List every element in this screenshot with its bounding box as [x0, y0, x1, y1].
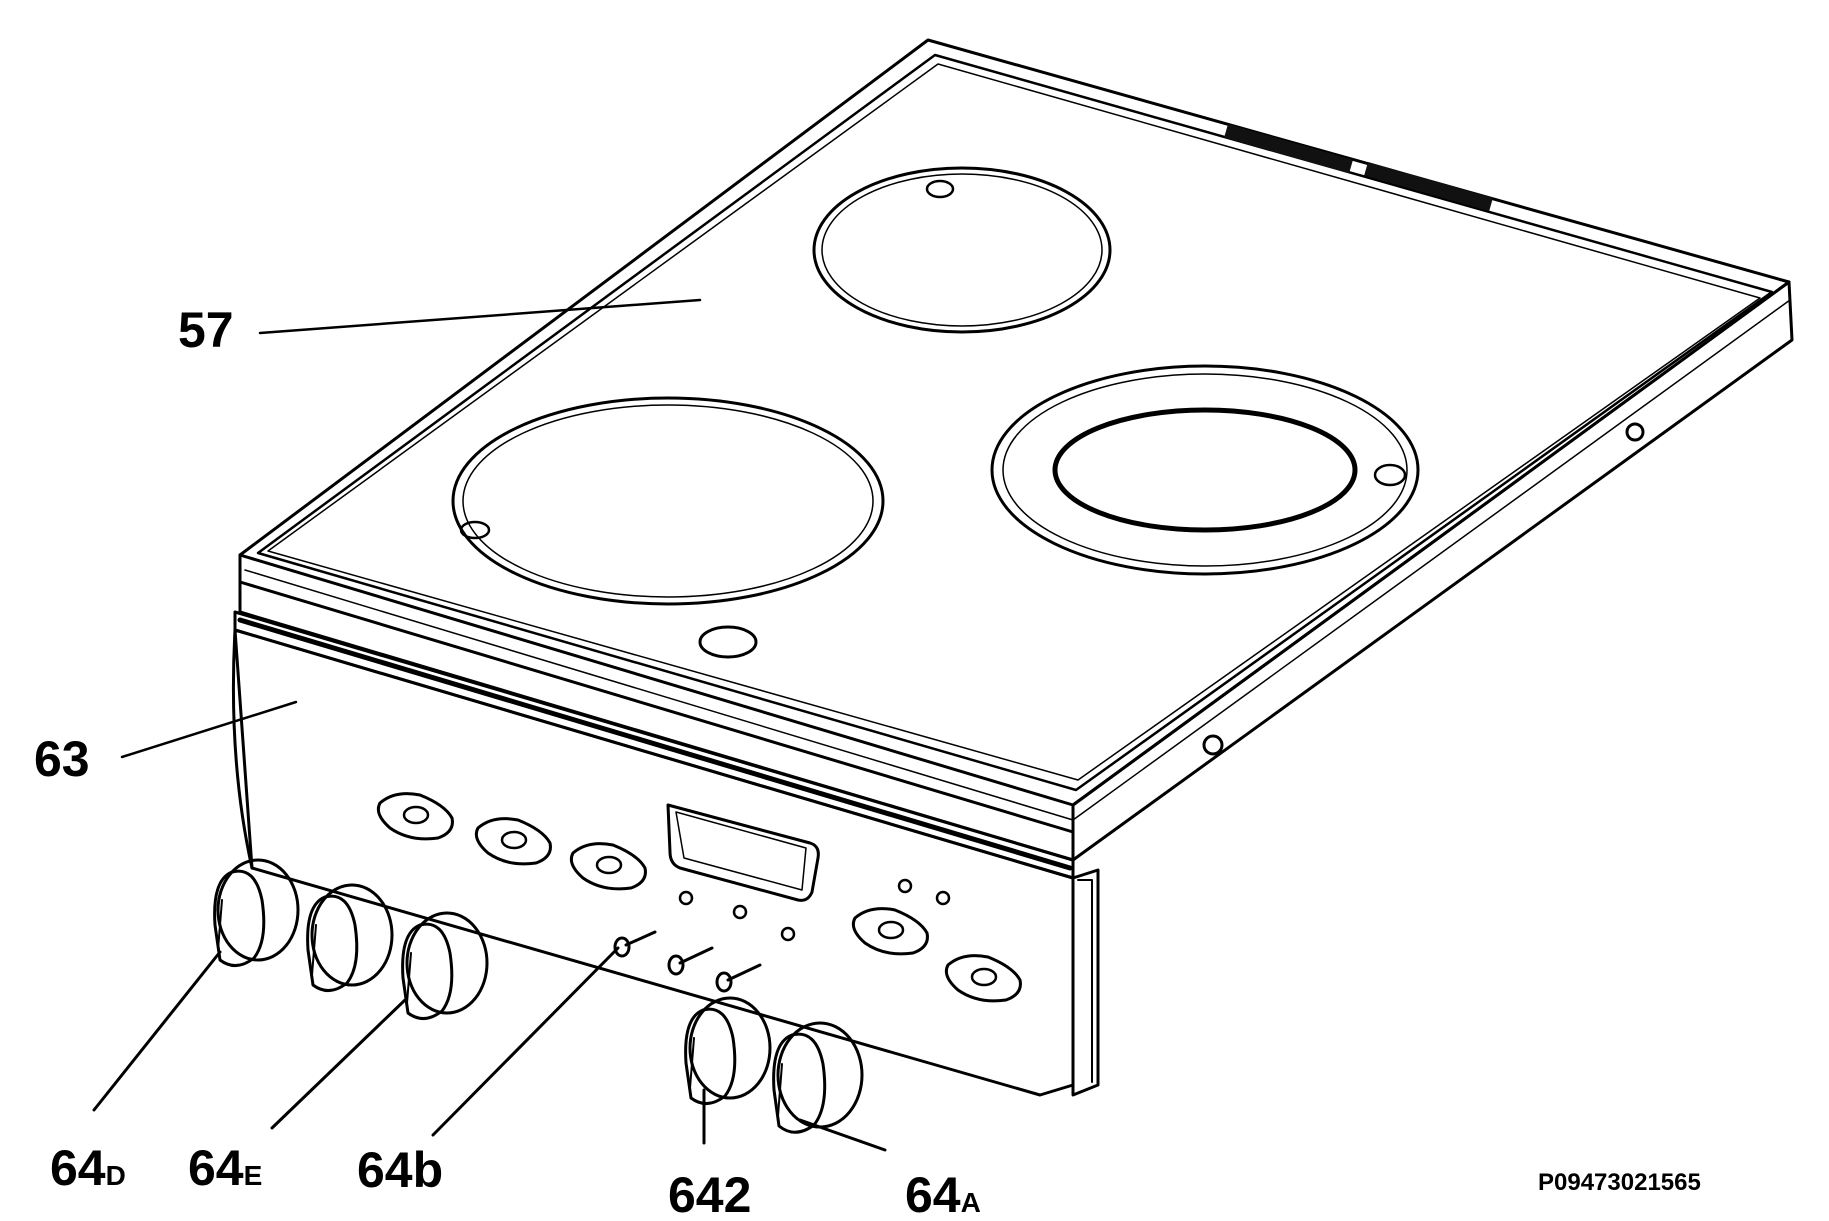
label-57: 57 [178, 302, 234, 358]
leader-64b [431, 946, 620, 1137]
screw-1 [613, 930, 657, 958]
knob-boss-2 [474, 817, 552, 866]
zone-rear-marker [925, 179, 955, 199]
label-64d-sub: D [106, 1160, 126, 1191]
cooking-zones [451, 166, 1420, 659]
panel-front-face [233, 628, 1075, 1097]
leader-57 [258, 298, 702, 335]
knob-64d[interactable] [213, 858, 300, 967]
leader-64e [270, 998, 407, 1130]
indicator-lens [698, 625, 758, 659]
leader-lines [92, 298, 887, 1152]
screw-2 [667, 946, 714, 976]
zone-front-right-marker [1373, 463, 1407, 487]
label-64b: 64b [357, 1142, 443, 1198]
indicator-dot-3 [780, 926, 796, 942]
hob-top-inner-rim-2 [267, 63, 1761, 781]
label-642: 642 [668, 1167, 751, 1221]
side-hole-rear [1625, 422, 1645, 442]
label-64a-main: 64 [905, 1167, 961, 1221]
label-64d-main: 64 [50, 1140, 106, 1196]
label-64e-main: 64 [188, 1140, 244, 1196]
label-64e: 64E [188, 1140, 262, 1196]
indicator-dot-5 [935, 890, 951, 906]
zone-front-left-marker [459, 520, 491, 540]
knob-boss-4 [851, 907, 929, 956]
zone-front-right-outer [990, 364, 1420, 576]
indicator-dot-4 [897, 878, 913, 894]
part-labels: 57 63 64D 64E 64b 642 64A P09473021565 [34, 302, 1701, 1221]
vent-strip-right [1364, 161, 1493, 212]
label-64d: 64D [50, 1140, 126, 1196]
zone-front-left-inner [462, 404, 874, 598]
hob-top-right-edge [1071, 280, 1794, 862]
knob-boss-5 [944, 954, 1022, 1003]
side-hole-front [1202, 734, 1224, 756]
knob-boss-1 [376, 792, 454, 841]
display-window [666, 803, 820, 902]
label-64a: 64A [905, 1167, 981, 1221]
panel-right-end-cap [1071, 868, 1100, 1097]
hob-top [238, 38, 1794, 862]
leader-64a [798, 1118, 887, 1152]
knob-64e[interactable] [306, 883, 394, 992]
leader-63 [120, 700, 298, 759]
zone-front-right-inner [1052, 407, 1358, 533]
zone-rear-inner [821, 173, 1103, 327]
vent-strip-left [1224, 123, 1353, 174]
knob-64a[interactable] [772, 1021, 864, 1134]
knob-boss-3 [569, 842, 647, 891]
control-knobs [213, 858, 864, 1134]
knob-bosses [376, 792, 1022, 1003]
control-panel [231, 610, 1100, 1097]
label-64a-sub: A [961, 1187, 981, 1218]
knob-64b[interactable] [401, 911, 489, 1020]
indicator-dot-2 [732, 904, 748, 920]
diagram-code: P09473021565 [1538, 1169, 1701, 1196]
hob-top-outline [238, 38, 1791, 834]
screws [613, 930, 762, 993]
zone-front-right-mid [1002, 373, 1408, 567]
label-63: 63 [34, 731, 90, 787]
leader-64d [92, 950, 222, 1112]
zone-front-left-outer [451, 396, 885, 606]
knob-642[interactable] [684, 996, 772, 1105]
screw-3 [715, 963, 762, 993]
indicator-dot-1 [678, 890, 694, 906]
hob-top-inner-rim [256, 53, 1774, 792]
zone-rear-outer [812, 166, 1112, 334]
label-64e-sub: E [244, 1160, 263, 1191]
